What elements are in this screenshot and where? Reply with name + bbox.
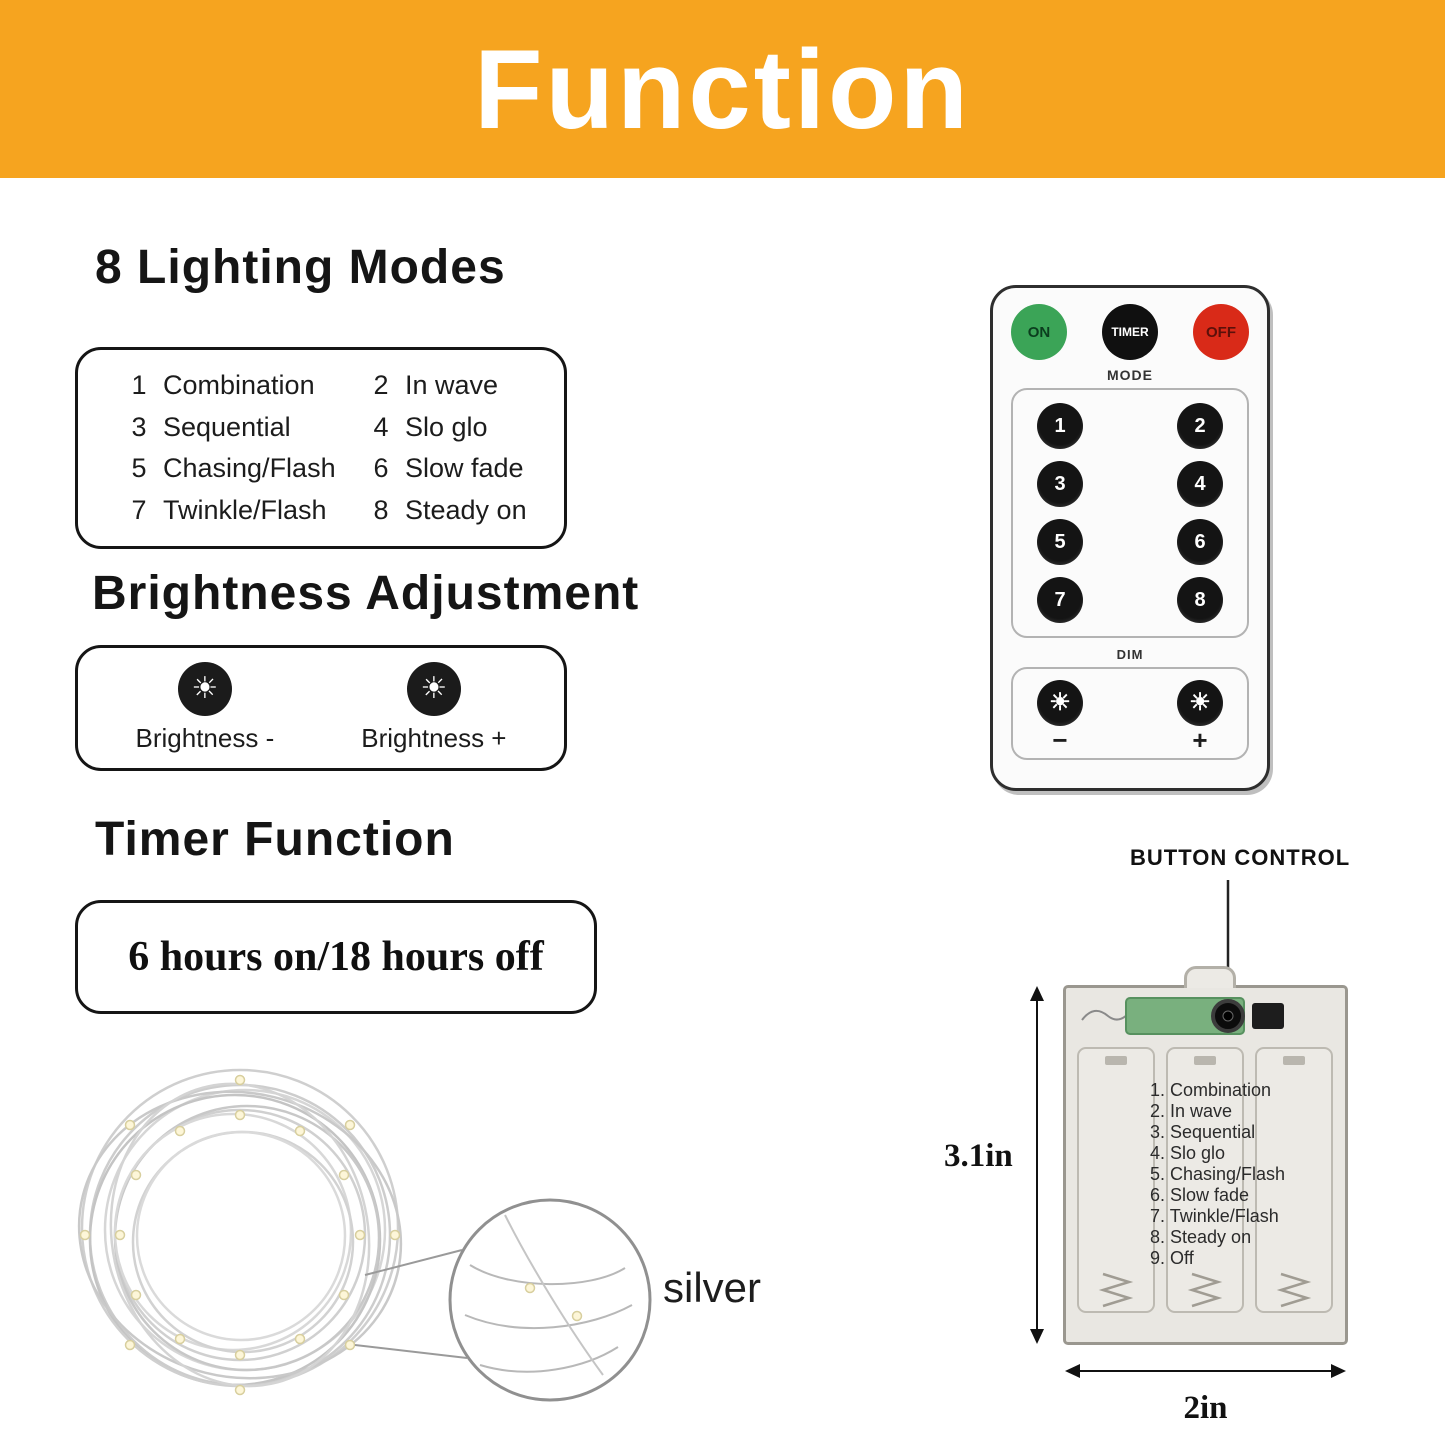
remote-mode-button-1: 1 <box>1037 403 1083 449</box>
mode-number: 3 <box>131 411 147 442</box>
battery-mode-item: 8. Steady on <box>1150 1227 1252 1247</box>
remote-off-button: OFF <box>1193 304 1249 360</box>
mode-label: Chasing/Flash <box>163 453 336 484</box>
timer-box: 6 hours on/18 hours off <box>75 900 597 1014</box>
mode-number: 4 <box>373 411 389 442</box>
mode-item: 5 Chasing/Flash <box>128 453 370 484</box>
hanging-tab <box>1184 966 1236 988</box>
wire-color-label: silver <box>663 1264 762 1311</box>
brightness-plus-icon: ☀ <box>406 662 461 716</box>
mode-button-label: 1 <box>1054 414 1066 437</box>
dim-minus-group: ☀ − <box>1037 680 1083 753</box>
mode-number: 2 <box>373 370 389 400</box>
mode-button-label: 6 <box>1194 530 1206 553</box>
brightness-plus-group: ☀ Brightness + <box>361 662 506 754</box>
mode-number: 6 <box>373 453 389 484</box>
remote-control: ON TIMER OFF MODE 1 2 3 4 5 6 7 8 DIM ☀ <box>990 285 1270 791</box>
brightness-plus-label: Brightness + <box>361 723 507 753</box>
battery-mode-item: 9. Off <box>1150 1248 1194 1268</box>
mode-label: Sequential <box>163 411 291 442</box>
remote-dim-panel: ☀ − ☀ + <box>1011 667 1249 760</box>
brightness-minus-label: Brightness - <box>135 723 275 753</box>
timer-text: 6 hours on/18 hours off <box>128 934 544 980</box>
dim-plus-sign: + <box>1192 725 1208 755</box>
mode-item: 2 In wave <box>370 370 548 401</box>
mode-button-label: 5 <box>1054 530 1066 553</box>
remote-dim-label: DIM <box>1116 647 1144 662</box>
mode-item: 1 Combination <box>128 370 370 401</box>
battery-mode-item: 1. Combination <box>1150 1080 1272 1100</box>
remote-mode-button-4: 4 <box>1177 461 1223 507</box>
battery-mode-item: 3. Sequential <box>1150 1122 1256 1142</box>
mode-item: 4 Slo glo <box>370 412 548 443</box>
battery-mode-item: 6. Slow fade <box>1150 1185 1250 1205</box>
sun-icon: ☀ <box>1049 689 1071 716</box>
mode-item: 8 Steady on <box>370 495 548 526</box>
mode-button-label: 3 <box>1054 472 1066 495</box>
mode-button-label: 4 <box>1194 472 1206 495</box>
brightness-heading: Brightness Adjustment <box>92 567 640 620</box>
brightness-minus-group: ☀ Brightness - <box>135 662 275 754</box>
remote-mode-button-8: 8 <box>1177 577 1223 623</box>
mode-label: Steady on <box>405 494 527 525</box>
width-dimension-arrow <box>1065 1364 1346 1378</box>
mode-label: Slow fade <box>405 453 524 484</box>
remote-on-button: ON <box>1011 304 1067 360</box>
page-title: Function <box>474 26 971 152</box>
mode-button-label: 2 <box>1194 414 1206 437</box>
mode-item: 3 Sequential <box>128 412 370 443</box>
mode-number: 8 <box>373 494 389 525</box>
remote-dim-plus-button: ☀ <box>1177 680 1223 726</box>
mode-item: 6 Slow fade <box>370 453 548 484</box>
lighting-modes-box: 1 Combination 2 In wave 3 Sequential 4 S… <box>75 347 567 549</box>
brightness-minus-icon: ☀ <box>177 662 232 716</box>
remote-power-row: ON TIMER OFF <box>1011 304 1249 360</box>
battery-box: 1. Combination 2. In wave 3. Sequential … <box>1063 966 1348 1345</box>
remote-off-label: OFF <box>1206 323 1236 341</box>
battery-mode-item: 2. In wave <box>1150 1101 1233 1121</box>
magnifier-circle <box>448 1198 652 1402</box>
battery-mode-list: 1. Combination 2. In wave 3. Sequential … <box>1150 1080 1342 1269</box>
string-lights-image <box>25 1050 705 1436</box>
battery-mode-item: 5. Chasing/Flash <box>1150 1164 1286 1184</box>
battery-compartment-graphic <box>1077 997 1333 1313</box>
dim-plus-group: ☀ + <box>1177 680 1223 753</box>
width-dimension-label: 2in <box>1183 1390 1228 1426</box>
mode-number: 1 <box>131 370 147 400</box>
remote-mode-button-3: 3 <box>1037 461 1083 507</box>
remote-mode-button-2: 2 <box>1177 403 1223 449</box>
height-dimension-label: 3.1in <box>944 1138 1013 1174</box>
remote-timer-button: TIMER <box>1102 304 1158 360</box>
mode-number: 5 <box>131 453 147 484</box>
remote-mode-button-5: 5 <box>1037 519 1083 565</box>
header-banner: Function <box>0 0 1445 178</box>
mode-button-label: 8 <box>1194 588 1206 611</box>
remote-mode-label: MODE <box>1107 367 1153 383</box>
button-control-label: BUTTON CONTROL <box>1130 845 1351 870</box>
remote-on-label: ON <box>1027 323 1051 341</box>
remote-timer-label: TIMER <box>1111 325 1149 339</box>
mode-label: Twinkle/Flash <box>163 494 327 525</box>
mode-number: 7 <box>131 494 147 525</box>
height-dimension-arrow <box>1030 986 1044 1344</box>
string-lights-coil-graphic <box>77 1068 652 1402</box>
sun-icon: ☀ <box>191 672 219 705</box>
sun-icon: ☀ <box>420 672 448 705</box>
sun-icon: ☀ <box>1189 689 1211 716</box>
mode-button-label: 7 <box>1054 588 1066 611</box>
timer-heading: Timer Function <box>95 813 455 866</box>
mode-label: Combination <box>163 370 315 400</box>
remote-dim-minus-button: ☀ <box>1037 680 1083 726</box>
remote-mode-button-6: 6 <box>1177 519 1223 565</box>
mode-label: In wave <box>405 370 499 400</box>
mode-label: Slo glo <box>405 411 488 442</box>
mode-item: 7 Twinkle/Flash <box>128 495 370 526</box>
battery-mode-item: 4. Slo glo <box>1150 1143 1226 1163</box>
brightness-box: ☀ Brightness - ☀ Brightness + <box>75 645 567 771</box>
remote-mode-button-7: 7 <box>1037 577 1083 623</box>
battery-mode-item: 7. Twinkle/Flash <box>1150 1206 1279 1226</box>
dim-minus-sign: − <box>1052 725 1068 755</box>
remote-mode-panel: 1 2 3 4 5 6 7 8 <box>1011 388 1249 638</box>
lighting-modes-heading: 8 Lighting Modes <box>95 241 506 294</box>
